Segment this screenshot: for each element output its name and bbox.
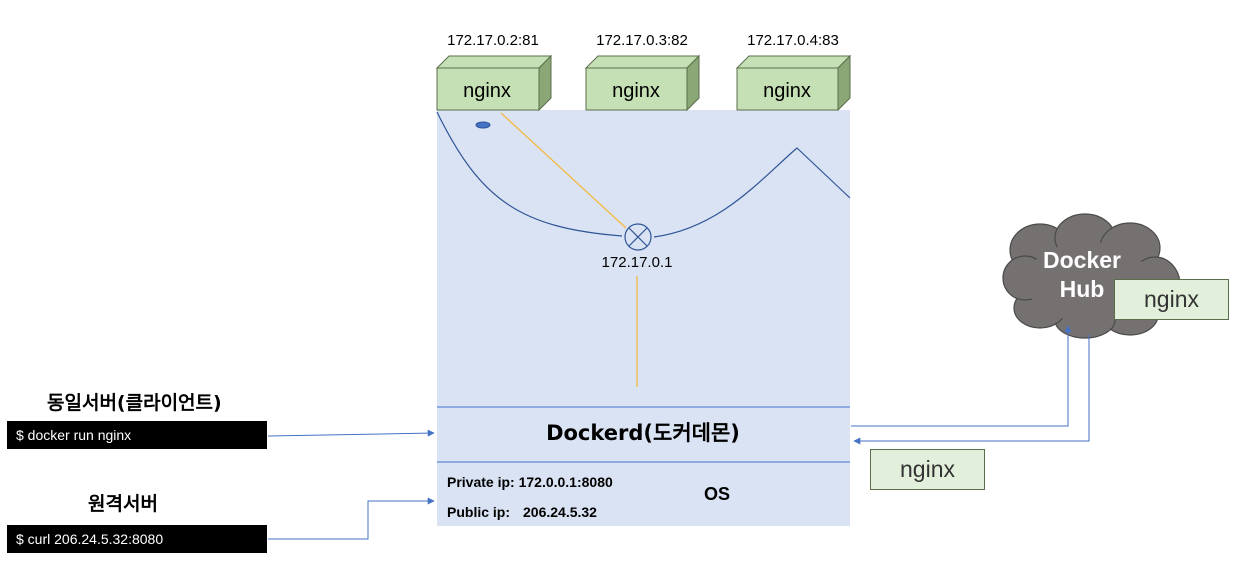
container-3-address: 172.17.0.4:83 (747, 32, 839, 49)
image-download-arrow (853, 335, 1090, 445)
bridge-address: 172.17.0.1 (602, 254, 673, 271)
public-ip-value: 206.24.5.32 (523, 504, 597, 520)
container-1-name: nginx (463, 80, 511, 102)
container-3-top (735, 55, 852, 69)
container-link-2 (653, 147, 851, 238)
host-panel (437, 110, 850, 526)
os-label: OS (704, 484, 730, 504)
remote-client-heading: 원격서버 (88, 493, 158, 515)
public-ip-label: Public ip: (447, 504, 510, 520)
container-2-front (585, 67, 688, 111)
run-command-arrow (267, 429, 435, 437)
container-2-name: nginx (612, 80, 660, 102)
veth-line-top (500, 112, 627, 229)
container-link-1 (436, 111, 623, 237)
container-3-front (736, 67, 839, 111)
container-1-top (435, 55, 553, 69)
private-ip: Private ip: 172.0.0.1:8080 (447, 474, 613, 490)
docker-hub-title: Docker Hub (1028, 246, 1136, 304)
docker-hub-title-line1: Docker (1043, 247, 1121, 273)
hub-nginx-image[interactable]: nginx (1114, 279, 1229, 320)
pulled-nginx-image[interactable]: nginx (870, 449, 985, 490)
daemon-label: Dockerd(도커데몬) (546, 421, 740, 445)
bridge-icon (624, 223, 652, 251)
local-client-terminal[interactable]: $ docker run nginx (7, 421, 267, 449)
remote-client-terminal[interactable]: $ curl 206.24.5.32:8080 (7, 525, 267, 553)
container-1-address: 172.17.0.2:81 (447, 32, 539, 49)
container-2-top (584, 55, 701, 69)
local-client-heading: 동일서버(클라이언트) (47, 392, 222, 414)
container-1-front (436, 67, 540, 111)
container-1[interactable]: nginx (435, 54, 553, 112)
container-2-address: 172.17.0.3:82 (596, 32, 688, 49)
curl-request-arrow (268, 497, 435, 540)
container-3-name: nginx (763, 80, 811, 102)
container-2[interactable]: nginx (584, 54, 701, 112)
container-3[interactable]: nginx (735, 54, 852, 112)
pull-request-arrow (851, 325, 1072, 427)
docker-hub-title-line2: Hub (1059, 276, 1105, 302)
network-endpoint-dot (475, 121, 491, 129)
